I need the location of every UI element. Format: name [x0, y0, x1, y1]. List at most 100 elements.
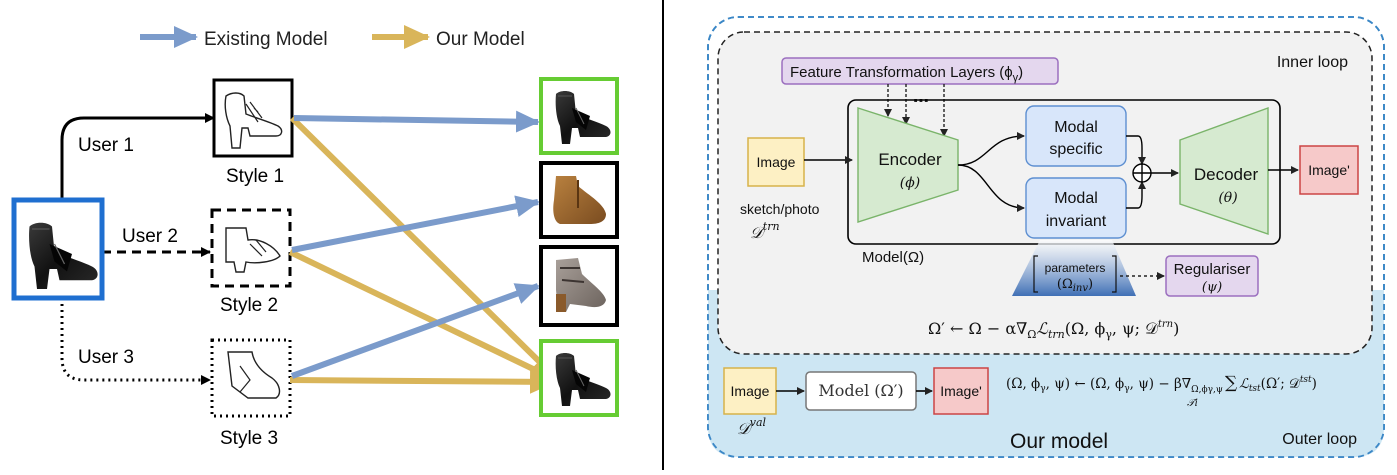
outer-eq-mid2: , ψ) − β∇: [1130, 376, 1192, 392]
sketch-style-1: [212, 78, 294, 158]
legend: Existing Model Our Model: [140, 25, 525, 50]
user3-label: User 3: [78, 347, 134, 368]
modal-specific-line2: specific: [1049, 141, 1102, 158]
outer-eq-loss-sub: tst: [1249, 384, 1261, 394]
ftl-close: ): [1018, 64, 1023, 81]
outer-eq-close: ): [1312, 376, 1317, 392]
output-shoe-1: [539, 77, 619, 155]
input-image-box: Image: [747, 137, 805, 187]
invariant-to-sum-arrow: [1126, 181, 1146, 209]
outer-eq-grad-sub: Ω,ϕγ,ψ: [1191, 385, 1223, 395]
encoder-param: (ϕ): [900, 175, 920, 191]
sketch-photo-label: sketch/photo: [740, 201, 820, 217]
outer-eq-sum-sub: 𝒯i: [1187, 398, 1198, 409]
output-shoe-3: [539, 245, 619, 327]
encoder-to-specific-arrow: [957, 132, 1025, 166]
d-val-sup: val: [750, 416, 767, 429]
user1-flow-arrow: [60, 113, 215, 200]
output-shoe-2: [539, 161, 619, 239]
user2-label: User 2: [122, 226, 178, 247]
user1-label: User 1: [78, 135, 134, 156]
outer-eq-lhs-sub: γ: [1040, 384, 1045, 394]
inner-eq-args: (Ω, ϕ: [1065, 319, 1106, 338]
svg-text:(Ωinv): (Ωinv): [1057, 277, 1093, 294]
output-image-box: Image': [1299, 145, 1359, 195]
outer-eq-args-sup: tst: [1300, 375, 1312, 385]
inner-eq-args-rest: , ψ; 𝒟: [1112, 319, 1158, 338]
our-arrow-style1: [289, 115, 559, 381]
legend-existing-label: Existing Model: [204, 29, 328, 50]
parameters-bracket: parameters (Ωinv): [1033, 255, 1117, 294]
style2-label: Style 2: [220, 295, 278, 316]
decoder-param: (θ): [1218, 190, 1237, 206]
model-prime-label: Model (Ω′): [818, 381, 903, 400]
modal-invariant-line2: invariant: [1046, 213, 1107, 230]
ftl-box: Feature Transformation Layers (ϕγ): [781, 57, 1059, 85]
val-output-label: Image': [940, 383, 982, 399]
parameters-label: parameters: [1045, 261, 1106, 275]
svg-text:𝒟val: 𝒟val: [737, 416, 767, 438]
val-image-box: Image: [723, 367, 777, 415]
inner-eq-loss-sub: trn: [1048, 328, 1065, 341]
inner-eq-part1: Ω′ ← Ω − α∇: [928, 319, 1027, 338]
inner-eq-loss: ℒ: [1036, 319, 1048, 338]
legend-ours-label: Our Model: [436, 29, 525, 50]
user3-flow-arrow: [60, 298, 211, 385]
modal-specific-line1: Modal: [1054, 119, 1098, 136]
input-image-label: Image: [757, 154, 796, 170]
style3-label: Style 3: [220, 428, 278, 449]
left-panel: Existing Model Our Model User 1 User 2 U…: [11, 25, 619, 449]
modal-invariant-line1: Modal: [1054, 190, 1098, 207]
encoder-label: Encoder: [878, 150, 942, 169]
omega-inv: (Ω: [1057, 277, 1073, 292]
d-val-base: 𝒟: [737, 419, 753, 438]
regulariser-param: (ψ): [1202, 280, 1222, 295]
outer-eq-loss: ℒ: [1239, 376, 1249, 392]
existing-arrow-style1: [293, 110, 540, 133]
inner-loop-label: Inner loop: [1277, 54, 1348, 71]
outer-eq-mid: , ψ) ← (Ω, ϕ: [1046, 376, 1125, 392]
existing-arrow-style2: [291, 195, 540, 253]
outer-eq-mid-sub: γ: [1124, 384, 1129, 394]
outer-eq-args: (Ω′; 𝒟: [1261, 376, 1301, 392]
ftl-label: Feature Transformation Layers (ϕ: [790, 64, 1013, 81]
outer-eq-sum: ∑: [1225, 373, 1237, 393]
modal-specific-block: Modal specific: [1025, 105, 1127, 167]
output-shoe-4: [539, 339, 619, 417]
encoder-to-invariant-arrow: [957, 164, 1025, 212]
svg-text:𝒟trn: 𝒟trn: [750, 220, 780, 242]
existing-arrow-style3: [290, 283, 540, 379]
style1-label: Style 1: [226, 166, 284, 187]
inner-eq-args-sub: γ: [1105, 328, 1112, 341]
our-model-label: Our model: [1010, 430, 1108, 453]
d-trn-base: 𝒟: [750, 223, 766, 242]
svg-text:Feature Transformation Layers: Feature Transformation Layers (ϕγ): [790, 64, 1023, 84]
modal-invariant-block: Modal invariant: [1025, 177, 1127, 239]
sum-node: [1132, 163, 1152, 183]
regulariser-box: Regulariser (ψ): [1165, 255, 1259, 297]
inner-eq-args-sup: trn: [1158, 319, 1173, 330]
ftl-ellipsis: ⋯: [913, 93, 929, 110]
regulariser-label: Regulariser: [1174, 261, 1251, 278]
our-arrow-style3: [289, 369, 556, 394]
specific-to-sum-arrow: [1126, 135, 1146, 165]
val-image-label: Image: [731, 383, 770, 399]
d-trn-sup: trn: [763, 220, 780, 233]
inner-eq-grad-sub: Ω: [1027, 328, 1036, 341]
model-prime-box: Model (Ω′): [805, 371, 917, 411]
decoder-block: Decoder (θ): [1179, 107, 1269, 235]
our-arrow-style2: [288, 249, 558, 383]
right-panel: Inner loop Feature Transformation Layers…: [707, 16, 1385, 458]
outer-loop-label: Outer loop: [1282, 431, 1357, 448]
svg-text:Ω′ ← Ω − α∇Ωℒtrn(Ω, ϕγ, ψ; 𝒟t: Ω′ ← Ω − α∇Ωℒtrn(Ω, ϕγ, ψ; 𝒟trn): [928, 319, 1179, 341]
parameters-spotlight: [1012, 240, 1136, 296]
val-output-box: Image': [933, 367, 989, 415]
omega-inv-sub: inv: [1073, 283, 1089, 294]
model-omega-label: Model(Ω): [862, 249, 924, 266]
outer-eq-lhs: (Ω, ϕ: [1006, 376, 1040, 392]
output-image-label: Image': [1308, 162, 1350, 178]
omega-inv-close: ): [1088, 277, 1093, 292]
decoder-label: Decoder: [1194, 165, 1259, 184]
sketch-style-2: [210, 208, 292, 288]
